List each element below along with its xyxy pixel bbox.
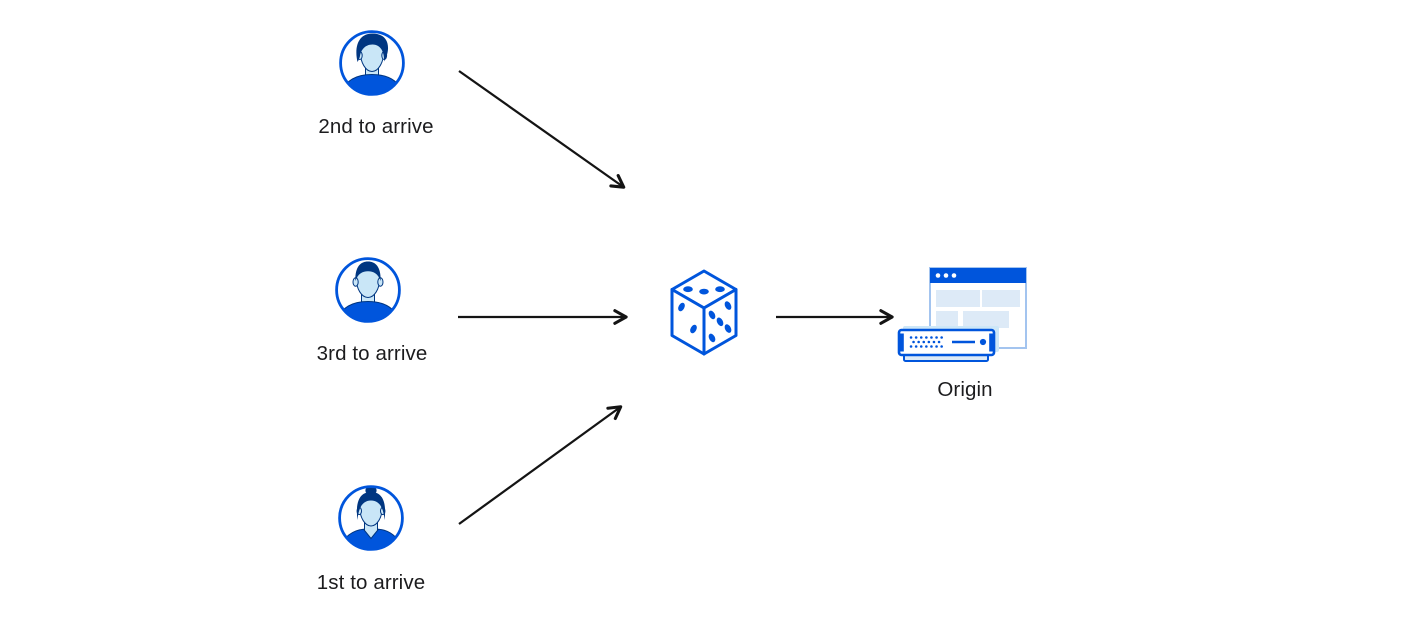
server-vents <box>909 336 945 348</box>
server-led <box>979 338 987 346</box>
user-2nd-node <box>336 27 408 99</box>
hair <box>356 33 389 62</box>
avatar-man-short-hair-icon <box>335 257 401 323</box>
user-2nd-label: 2nd to arrive <box>318 115 434 138</box>
origin-server-browser-icon <box>897 267 1027 362</box>
server-cap-left <box>899 333 904 352</box>
avatar-ring <box>338 485 404 551</box>
arrow-1st-to-dice <box>458 405 623 525</box>
user-1st-label: 1st to arrive <box>316 571 426 594</box>
browser-window-dots <box>935 273 957 278</box>
hair <box>355 261 381 281</box>
arrow-2nd-to-dice <box>458 70 626 189</box>
dice-pips <box>678 286 732 343</box>
dice-node <box>666 266 742 358</box>
user-1st-node <box>335 482 407 554</box>
hair <box>356 492 386 520</box>
user-3rd-label: 3rd to arrive <box>316 342 428 365</box>
origin-node <box>896 262 1030 364</box>
dice-icon <box>670 269 738 356</box>
server-cap-right <box>989 333 994 352</box>
user-3rd-node <box>332 254 404 326</box>
browser-title-bar <box>930 268 1026 283</box>
server-body <box>897 328 996 357</box>
avatar-ring <box>335 257 401 323</box>
origin-label: Origin <box>937 378 993 401</box>
avatar-ring <box>339 30 405 96</box>
server-unit <box>897 326 999 362</box>
avatar-man-swept-hair-icon <box>339 30 405 96</box>
avatar-woman-bun-icon <box>338 485 404 551</box>
browser-content-blocks <box>936 290 1020 328</box>
